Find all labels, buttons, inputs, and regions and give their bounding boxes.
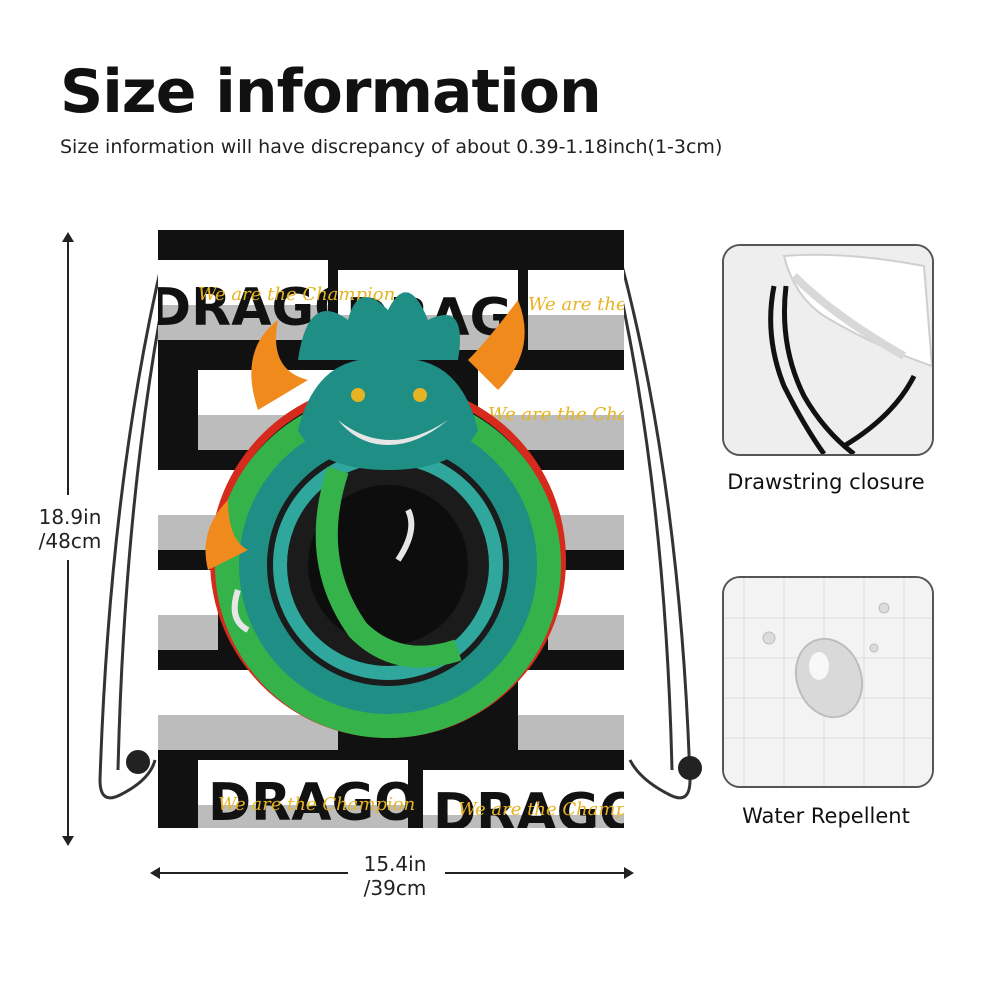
pattern-slogan: We are the Champion: [528, 294, 624, 315]
dragon-emblem: [205, 292, 566, 738]
drawstring-closure-caption: Drawstring closure: [727, 470, 925, 494]
dragon-pattern-print: DRAGON DRAGON: [158, 230, 624, 828]
pattern-word: DRAGON: [208, 773, 462, 828]
width-line-right: [445, 872, 625, 874]
water-repellent-caption: Water Repellent: [742, 804, 910, 828]
height-cm: /48cm: [38, 529, 102, 553]
height-arrow-down: [62, 836, 74, 846]
height-line-bottom: [67, 560, 69, 838]
drawstring-bag: DRAGON DRAGON: [158, 230, 624, 828]
pattern-slogan: We are the Champion: [488, 404, 624, 425]
drawstring-icon: [724, 246, 932, 454]
water-repellent-card: [722, 576, 934, 788]
width-inches: 15.4in: [363, 852, 427, 876]
width-line-left: [158, 872, 348, 874]
pattern-word: DRAGON: [433, 783, 624, 828]
height-label: 18.9in /48cm: [20, 505, 120, 553]
height-inches: 18.9in: [38, 505, 102, 529]
width-label: 15.4in /39cm: [330, 852, 460, 900]
water-drop-icon: [724, 578, 932, 786]
pattern-slogan: We are the Champion: [198, 284, 395, 305]
pattern-slogan: We are the Champion: [218, 794, 415, 815]
width-arrow-left: [150, 867, 160, 879]
height-line-top: [67, 240, 69, 495]
width-cm: /39cm: [363, 876, 427, 900]
height-arrow-up: [62, 232, 74, 242]
pattern-slogan: We are the Champion: [458, 799, 624, 820]
drawstring-closure-card: [722, 244, 934, 456]
width-arrow-right: [624, 867, 634, 879]
page-subtitle: Size information will have discrepancy o…: [60, 136, 723, 158]
page-title: Size information: [60, 57, 602, 127]
